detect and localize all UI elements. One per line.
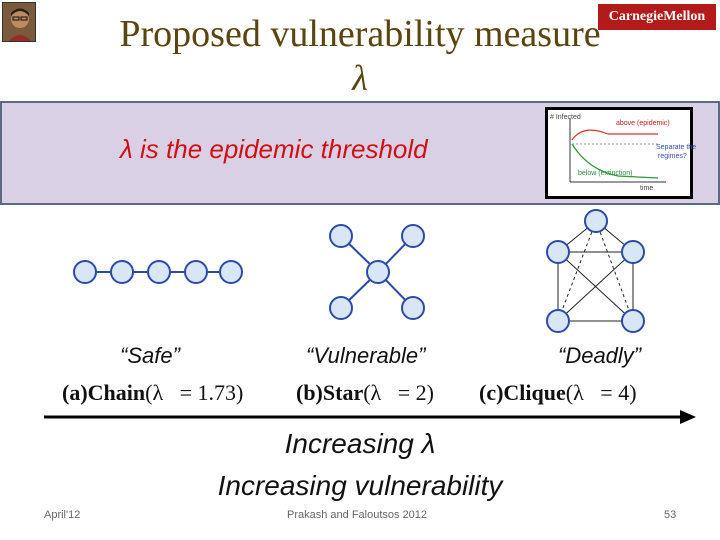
inset-y-label: # Infected [550,114,581,121]
increasing-vulnerability-text: Increasing vulnerability [217,470,503,501]
epidemic-inset-chart: # Infected above (epidemic) Separate the… [545,107,697,199]
star-node [366,260,390,284]
clique-graph [546,209,645,333]
formula-clique-lambda: (λ [565,380,584,405]
formula-star-value: = 2) [397,380,434,405]
formula-chain-name: Chain [87,380,146,405]
clique-node [621,240,645,264]
inset-separate-label-2: regimes? [658,153,687,160]
clique-node [584,209,608,233]
clique-node [621,309,645,333]
avatar-image [3,3,35,41]
formula-star-lambda: (λ [363,380,382,405]
increasing-arrow [44,410,696,424]
carnegie-mellon-logo: CarnegieMellon [598,4,716,30]
formula-chain-lambda: (λ [145,380,164,405]
formula-star-prefix: (b) [296,380,323,405]
formula-star-name: Star [322,380,364,405]
formula-chain-value: = 1.73) [179,380,244,405]
footer-authors: Prakash and Faloutsos 2012 [287,509,428,521]
clique-node [546,240,570,264]
logo-text: CarnegieMellon [608,9,706,24]
chain-node [184,260,208,284]
formula-clique-name: Clique [503,380,566,405]
star-graph [329,224,425,320]
chain-node [147,260,171,284]
avatar [2,2,36,42]
star-node [329,296,353,320]
chain-node [110,260,134,284]
chain-node [73,260,97,284]
footer-date: April'12 [44,509,81,521]
star-node [329,224,353,248]
clique-node [546,309,570,333]
slide-title: Proposed vulnerability measure [119,13,601,55]
inset-above-label: above (epidemic) [616,120,670,127]
star-node [401,296,425,320]
quote-vulnerable: “Vulnerable” [306,343,426,368]
slide-title-lambda: λ [352,58,368,98]
star-node [401,224,425,248]
formula-clique-value: = 4) [600,380,637,405]
quote-deadly: “Deadly” [558,343,642,368]
chain-node [219,260,243,284]
callout-text: λ is the epidemic threshold [120,134,428,164]
inset-x-label: time [640,185,654,192]
chain-graph [73,260,243,284]
quote-safe: “Safe” [120,343,180,368]
increasing-lambda-text: Increasing λ [284,428,436,459]
formula-chain: (a)Chain(λ = 1.73) [62,380,243,406]
formula-clique: (c)Clique(λ = 4) [479,380,637,406]
formula-clique-prefix: (c) [479,380,504,405]
inset-below-label: below (extinction) [578,170,633,177]
formula-star: (b)Star(λ = 2) [296,380,434,406]
inset-separate-label-1: Separate the [656,144,697,151]
formula-chain-prefix: (a) [62,380,88,405]
page-number: 53 [664,509,677,521]
inset-curves [569,118,666,183]
